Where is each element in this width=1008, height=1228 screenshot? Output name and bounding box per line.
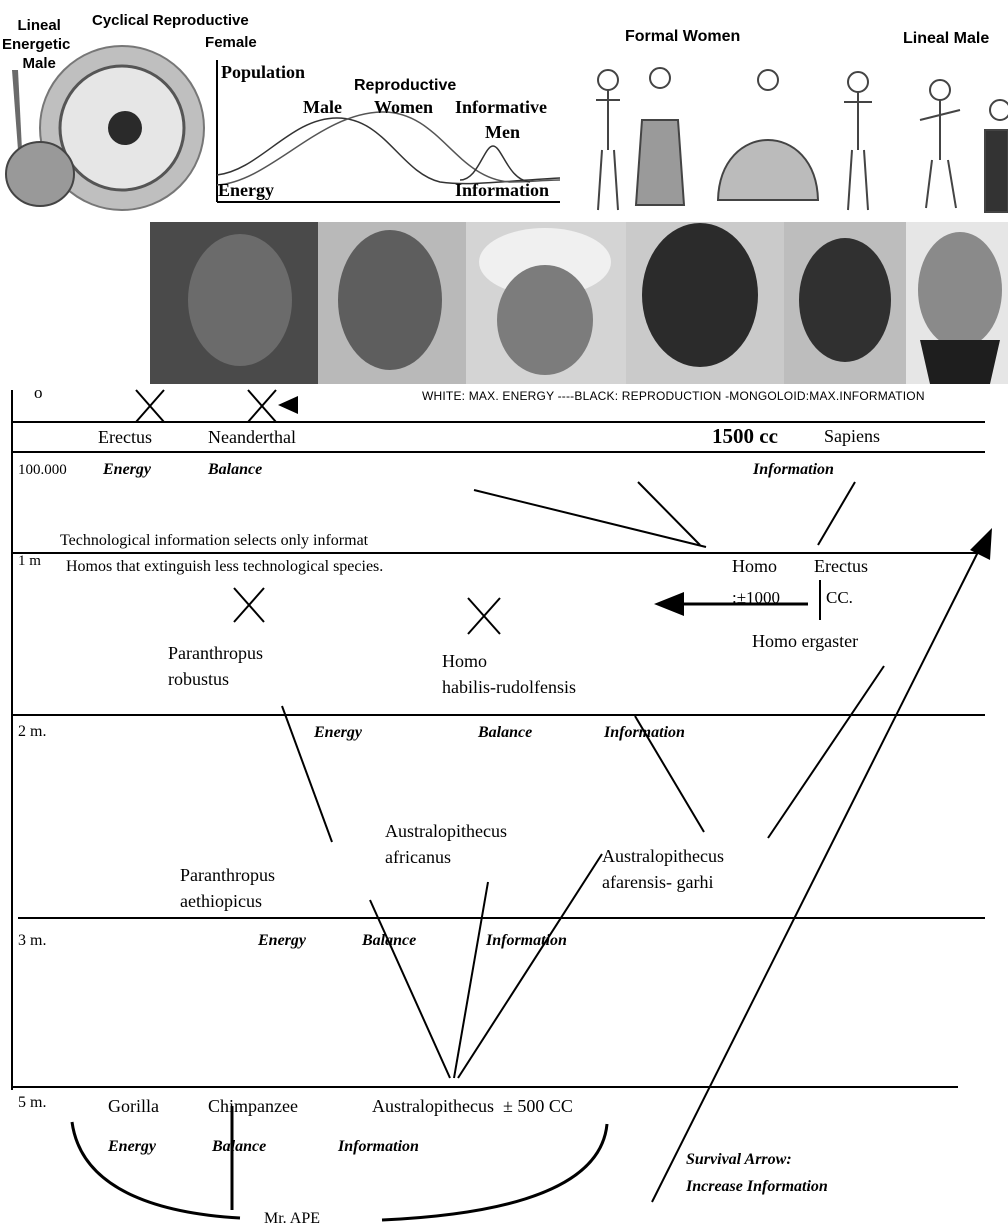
paranthropus-robustus-label: Paranthropus robustus [168, 643, 263, 689]
time-label-0: o [34, 383, 43, 402]
race-caption: WHITE: MAX. ENERGY ----BLACK: REPRODUCTI… [422, 389, 925, 403]
information-label-5m: Information [338, 1138, 419, 1155]
women-curve-label: Women [374, 97, 434, 117]
balance-label-2m: Balance [478, 724, 533, 741]
information-label-100k: Information [753, 461, 834, 478]
figure-icon [844, 71, 872, 211]
homo-label: Homo [732, 556, 777, 576]
time-label-100k: 100.000 [18, 462, 67, 478]
brain-size-1500-label: 1500 cc [712, 424, 778, 448]
informative-men-curve [459, 145, 531, 183]
figure-icon [984, 99, 1008, 213]
sperm-icon [5, 70, 75, 207]
time-label-3m: 3 m. [18, 932, 47, 949]
population-axis-label: Population [221, 62, 306, 82]
energy-axis-label: Energy [218, 180, 274, 200]
figures-group [596, 67, 1008, 213]
brain-size-1000-label: :±1000 [732, 588, 781, 607]
gorilla-label: Gorilla [108, 1096, 159, 1116]
erectus-label: Erectus [98, 427, 152, 447]
information-axis-label: Information [455, 180, 549, 200]
energy-label-2m: Energy [314, 724, 362, 741]
paranthropus-aethiopicus-label: Paranthropus aethiopicus [180, 865, 275, 911]
men-curve-label: Men [485, 122, 520, 142]
australopithecus-afarensis-label: Australopithecus afarensis- garhi [602, 846, 724, 892]
time-label-2m: 2 m. [18, 723, 47, 740]
homo-habilis-label: Homo habilis-rudolfensis [442, 651, 576, 697]
male-curve [216, 117, 561, 185]
formal-women-label: Formal Women [625, 28, 741, 45]
tech-note-line-1: Technological information selects only i… [60, 532, 369, 549]
mr-ape-bracket [70, 1121, 609, 1222]
tech-note-line-2: Homos that extinguish less technological… [66, 558, 384, 575]
neanderthal-arrowhead [278, 396, 298, 414]
erectus-1m-label: Erectus [814, 556, 868, 576]
sapiens-label: Sapiens [824, 426, 880, 446]
information-label-3m: Information [486, 932, 567, 949]
figure-icon [596, 69, 620, 211]
balance-label-100k: Balance [208, 461, 263, 478]
extinction-marks [135, 389, 501, 635]
top-illustrations [5, 45, 1008, 384]
energy-label-100k: Energy [103, 461, 151, 478]
informative-curve-label: Informative [455, 97, 547, 117]
chimpanzee-label: Chimpanzee [208, 1096, 298, 1116]
figure-icon [919, 79, 961, 209]
information-label-2m: Information [604, 724, 685, 741]
lineal-male-label: Lineal Male [903, 30, 990, 47]
lineal-energetic-male-label: Lineal Energetic Male [2, 17, 71, 72]
balance-label-3m: Balance [362, 932, 417, 949]
reproductive-curve-label: Reproductive [354, 77, 457, 94]
cc-label: CC. [826, 588, 853, 607]
survival-arrow-label: Survival Arrow: Increase Information [686, 1151, 828, 1195]
australopithecus-500-label: Australopithecus ± 500 CC [372, 1096, 573, 1116]
neanderthal-label: Neanderthal [208, 427, 296, 447]
mr-ape-label: Mr. APE [264, 1210, 321, 1227]
women-curve [216, 111, 561, 186]
left-arrowhead [654, 592, 684, 616]
egg-cell-icon [39, 45, 205, 211]
population-graph [216, 60, 561, 203]
figure-icon [634, 67, 686, 206]
time-label-5m: 5 m. [18, 1094, 47, 1111]
balance-label-5m: Balance [212, 1138, 267, 1155]
energy-label-3m: Energy [258, 932, 306, 949]
australopithecus-africanus-label: Australopithecus africanus [385, 821, 507, 867]
homo-ergaster-label: Homo ergaster [752, 631, 859, 651]
portrait-photos [150, 222, 1008, 384]
figure-icon [716, 69, 820, 201]
time-label-1m: 1 m [18, 553, 41, 569]
survival-arrowhead [970, 528, 992, 560]
male-curve-label: Male [303, 97, 342, 117]
cyclical-reproductive-female-label: Cyclical Reproductive Female [92, 12, 257, 51]
energy-label-5m: Energy [108, 1138, 156, 1155]
